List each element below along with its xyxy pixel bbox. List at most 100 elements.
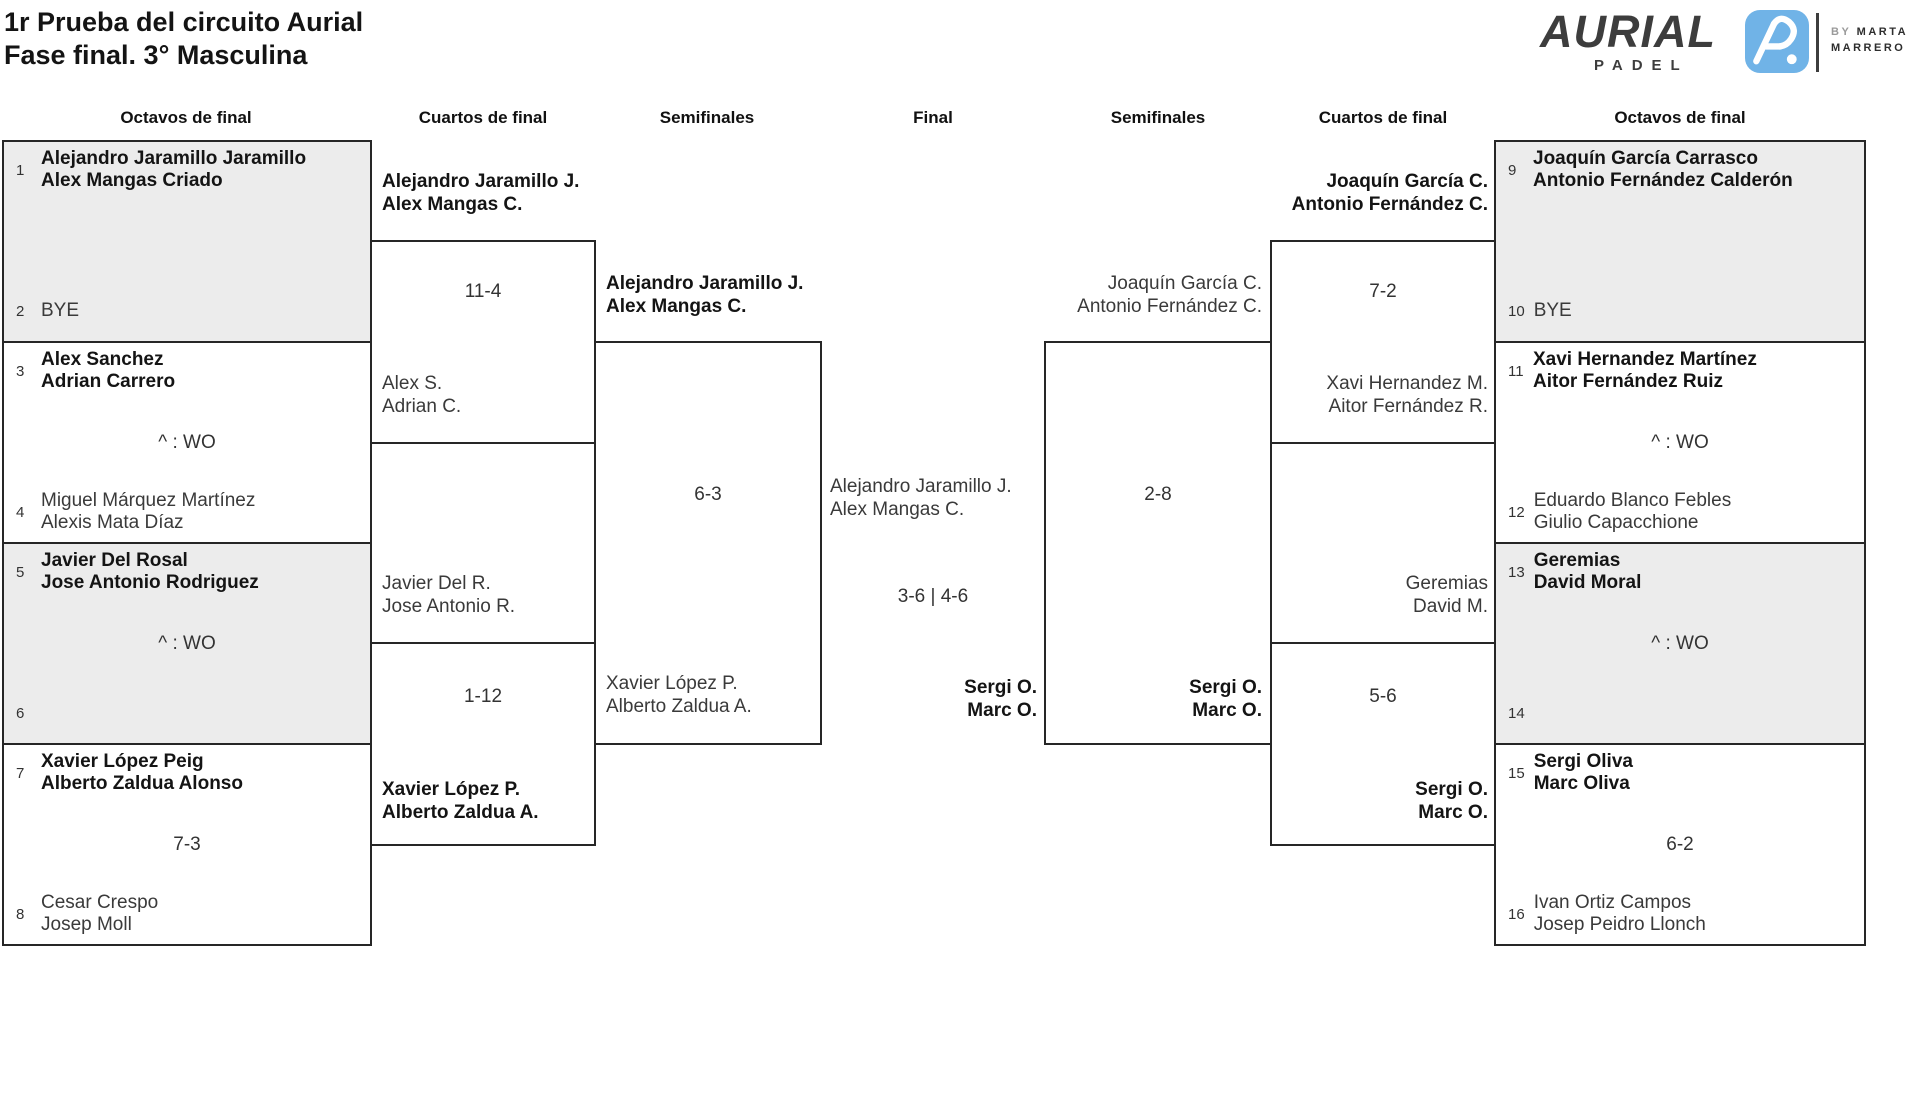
team-name: Alejandro Jaramillo Jaramillo Alex Manga…	[41, 148, 306, 192]
cuartos-right-2-team2: Sergi O. Marc O.	[1276, 778, 1488, 824]
match-box-octavos-left-4: 7 Xavier López Peig Alberto Zaldua Alons…	[2, 743, 372, 946]
team-name-line1: Alex Sanchez	[41, 349, 164, 370]
team-name-line2: Antonio Fernández C.	[1291, 194, 1488, 215]
team-name-line1: Alejandro Jaramillo J.	[606, 273, 804, 294]
match-box-octavos-left-2: 3 Alex Sanchez Adrian Carrero ^ : WO 4 M…	[2, 341, 372, 544]
team-name-line2: Alberto Zaldua A.	[606, 696, 752, 717]
seed-number: 16	[1508, 905, 1525, 923]
team-name-line2: Adrian Carrero	[41, 371, 176, 392]
page-title: 1r Prueba del circuito Aurial Fase final…	[4, 6, 363, 72]
team-name-line1: Alejandro Jaramillo J.	[830, 476, 1012, 497]
team-row: 8 Cesar Crespo Josep Moll	[16, 892, 362, 936]
seed-number: 11	[1508, 362, 1524, 380]
team-name-line1: Sergi O.	[1415, 779, 1488, 800]
seed-number: 12	[1508, 503, 1525, 521]
team-name-line2: Jose Antonio R.	[382, 596, 516, 617]
team-name-line1: Sergi Oliva	[1533, 751, 1633, 772]
aurial-monogram-icon	[1745, 10, 1809, 73]
team-name-line2: Marc O.	[1418, 802, 1488, 823]
match-box-semifinal-right	[1044, 341, 1272, 745]
cuartos-left-1-team1: Alejandro Jaramillo J. Alex Mangas C.	[382, 170, 594, 216]
round-header-cuartos-right: Cuartos de final	[1318, 108, 1448, 127]
team-row: 10 BYE	[1508, 289, 1856, 333]
team-name-line2: Marc Oliva	[1533, 773, 1630, 794]
match-score: ^ : WO	[1651, 632, 1709, 654]
cuartos-right-1-team2: Xavi Hernandez M. Aitor Fernández R.	[1276, 372, 1488, 418]
match-score: 6-2	[1666, 833, 1694, 855]
team-name-line2: Alex Mangas C.	[382, 194, 523, 215]
team-name-line2: Aitor Fernández R.	[1328, 396, 1488, 417]
page-title-line2: Fase final. 3° Masculina	[4, 40, 308, 70]
team-name-line1: Sergi O.	[964, 677, 1037, 698]
team-name-line1: Sergi O.	[1189, 677, 1262, 698]
semifinal-left-score: 6-3	[694, 484, 722, 505]
team-name-line2: Giulio Capacchione	[1533, 512, 1699, 533]
team-name-line1: Eduardo Blanco Febles	[1533, 490, 1732, 511]
team-name-line2: Alex Mangas C.	[606, 296, 747, 317]
team-row: 13 Geremias David Moral	[1508, 550, 1856, 594]
team-name-line2: Josep Peidro Llonch	[1533, 914, 1706, 935]
team-name: Javier Del Rosal Jose Antonio Rodriguez	[41, 550, 259, 594]
by-name-line2: MARRERO	[1831, 42, 1906, 54]
team-name-line1: Geremias	[1405, 573, 1488, 594]
cuartos-right-2-score: 5-6	[1369, 686, 1397, 707]
page-title-line1: 1r Prueba del circuito Aurial	[4, 7, 364, 37]
team-name-line1: Xavier López Peig	[41, 751, 204, 772]
team-name: Sergi Oliva Marc Oliva	[1534, 751, 1633, 795]
match-score: ^ : WO	[1651, 431, 1709, 453]
team-row: 14	[1508, 691, 1856, 735]
team-row: 12 Eduardo Blanco Febles Giulio Capacchi…	[1508, 490, 1856, 534]
match-box-cuartos-right-1	[1270, 240, 1496, 444]
match-score: 7-3	[173, 833, 201, 855]
team-row: 11 Xavi Hernandez Martínez Aitor Fernánd…	[1508, 349, 1856, 393]
final-team1: Alejandro Jaramillo J. Alex Mangas C.	[830, 475, 1042, 521]
match-box-semifinal-left	[594, 341, 822, 745]
by-label: BY	[1831, 26, 1852, 38]
match-score: ^ : WO	[158, 431, 216, 453]
logo-divider	[1816, 13, 1819, 72]
match-box-octavos-right-1: 9 Joaquín García Carrasco Antonio Fernán…	[1494, 140, 1866, 343]
semifinal-right-score: 2-8	[1144, 484, 1172, 505]
team-row: 6	[16, 691, 362, 735]
seed-number: 6	[16, 704, 25, 722]
team-name-line1: Ivan Ortiz Campos	[1533, 892, 1692, 913]
seed-number: 4	[16, 503, 25, 521]
team-row: 1 Alejandro Jaramillo Jaramillo Alex Man…	[16, 148, 362, 192]
semifinal-left-team1: Alejandro Jaramillo J. Alex Mangas C.	[606, 272, 818, 318]
round-header-octavos-right: Octavos de final	[1614, 108, 1746, 127]
team-name-line2: Antonio Fernández C.	[1077, 296, 1262, 317]
match-box-cuartos-right-2	[1270, 642, 1496, 846]
team-name-line2: Alex Mangas Criado	[41, 170, 223, 191]
team-name-line1: Alejandro Jaramillo J.	[382, 171, 580, 192]
team-row: 7 Xavier López Peig Alberto Zaldua Alons…	[16, 751, 362, 795]
team-name-line1: Geremias	[1533, 550, 1621, 571]
cuartos-right-2-team1: Geremias David M.	[1276, 572, 1488, 618]
team-name: Cesar Crespo Josep Moll	[41, 892, 158, 936]
team-name: Miguel Márquez Martínez Alexis Mata Díaz	[41, 490, 255, 534]
final-team2: Sergi O. Marc O.	[825, 676, 1037, 722]
team-name-line1: Cesar Crespo	[41, 892, 159, 913]
round-header-semis-right: Semifinales	[1110, 108, 1206, 127]
cuartos-right-1-team1: Joaquín García C. Antonio Fernández C.	[1276, 170, 1488, 216]
team-row: 3 Alex Sanchez Adrian Carrero	[16, 349, 362, 393]
cuartos-left-2-score: 1-12	[463, 686, 503, 707]
team-name-line2: Alberto Zaldua Alonso	[41, 773, 243, 794]
team-row: 9 Joaquín García Carrasco Antonio Fernán…	[1508, 148, 1856, 192]
semifinal-right-team1: Joaquín García C. Antonio Fernández C.	[1050, 272, 1262, 318]
team-name-line1: Joaquín García C.	[1107, 273, 1262, 294]
seed-number: 15	[1508, 764, 1525, 782]
team-name-line2: Marc O.	[1192, 700, 1262, 721]
team-name: Ivan Ortiz Campos Josep Peidro Llonch	[1534, 892, 1706, 936]
team-name-line1: Xavi Hernandez Martínez	[1533, 349, 1757, 370]
monogram-glyph	[1753, 15, 1797, 65]
seed-number: 8	[16, 905, 25, 923]
team-name: Joaquín García Carrasco Antonio Fernánde…	[1533, 148, 1793, 192]
team-name-line2: Josep Moll	[41, 914, 132, 935]
team-name-line2: David Moral	[1533, 572, 1642, 593]
round-header-semis-left: Semifinales	[659, 108, 755, 127]
match-box-octavos-right-2: 11 Xavi Hernandez Martínez Aitor Fernánd…	[1494, 341, 1866, 544]
team-name-line1: BYE	[41, 300, 80, 321]
cuartos-left-2-team2: Xavier López P. Alberto Zaldua A.	[382, 778, 594, 824]
team-name-line2: Marc O.	[967, 700, 1037, 721]
